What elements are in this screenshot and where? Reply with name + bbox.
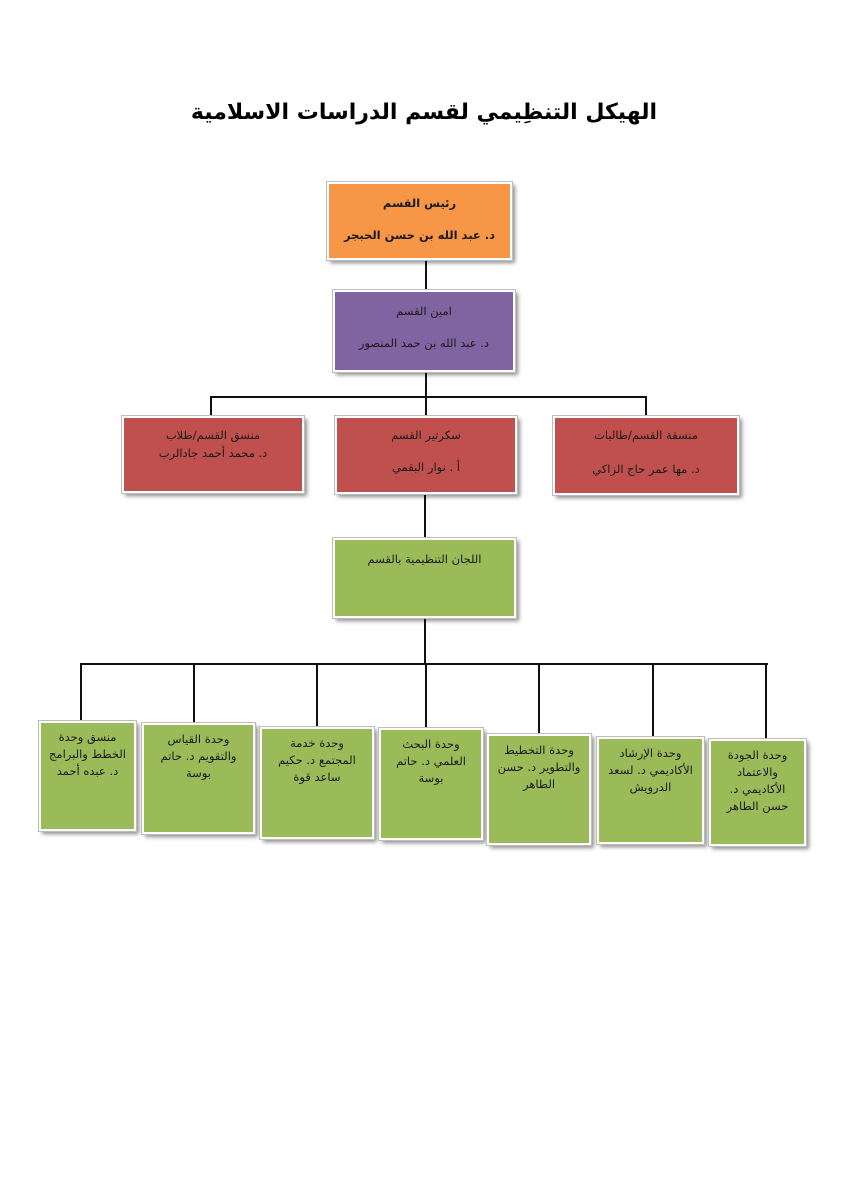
connector-secretary-committees: [424, 494, 426, 538]
unit-community-service: وحدة خدمة المجتمع د. حكيم ساعد قوة: [260, 727, 374, 839]
secretary-role: سكرتير القسم: [391, 428, 461, 442]
page-title: الهيكل التنظِيمي لقسم الدراسات الاسلامية: [190, 100, 658, 125]
connector-head-deputy: [425, 260, 427, 290]
student-coordinator-box: منسق القسم/طلاب د. محمد أحمد جادالرب: [122, 416, 304, 493]
connector-unit-5: [538, 663, 540, 734]
unit-measurement-evaluation: وحدة القياس والتقويم د. حاتم بوسة: [142, 723, 255, 834]
unit-planning-development: وحدة التخطيط والتطوير د. حسن الطاهر: [487, 734, 591, 845]
connector-units-bar: [80, 663, 768, 665]
connector-unit-4: [425, 663, 427, 728]
secretary-name: أ . نوار البقمي: [392, 460, 460, 474]
connector-deputy-down: [425, 372, 427, 397]
connector-unit-2: [193, 663, 195, 723]
secretary-box: سكرتير القسم أ . نوار البقمي: [335, 416, 517, 494]
deputy-role: امين القسم: [396, 304, 452, 318]
female-coordinator-role: منسقة القسم/طالبات: [594, 428, 698, 442]
committees-label: اللجان التنظيمية بالقسم: [367, 552, 482, 566]
student-coordinator-role: منسق القسم/طلاب: [165, 428, 261, 442]
connector-level3-bar: [210, 396, 646, 398]
deputy-box: امين القسم د. عبد الله بن حمد المنصور: [333, 290, 515, 372]
female-coordinator-box: منسقة القسم/طالبات د. مها عمر حاج الزاكي: [553, 416, 739, 495]
connector-level3-center: [425, 396, 427, 416]
connector-unit-6: [652, 663, 654, 737]
connector-committees-down: [424, 618, 426, 664]
committees-box: اللجان التنظيمية بالقسم: [333, 538, 516, 618]
head-name: د. عبد الله بن حسن الحبجر: [343, 228, 496, 242]
female-coordinator-name: د. مها عمر حاج الزاكي: [592, 462, 700, 476]
connector-unit-7: [765, 663, 767, 739]
student-coordinator-name: د. محمد أحمد جادالرب: [158, 446, 268, 460]
connector-level3-right: [645, 396, 647, 416]
deputy-name: د. عبد الله بن حمد المنصور: [358, 336, 490, 350]
unit-plans-programs: منسق وحدة الخطط والبرامج د. عبده أحمد: [39, 721, 136, 831]
unit-academic-advising: وحدة الإرشاد الأكاديمي د. لسعد الدرويش: [597, 737, 704, 844]
head-box: رئيس القسم د. عبد الله بن حسن الحبجر: [327, 182, 512, 260]
head-role: رئيس القسم: [382, 196, 457, 210]
connector-unit-1: [80, 663, 82, 721]
connector-level3-left: [210, 396, 212, 416]
unit-scientific-research: وحدة البحث العلمي د. حاتم بوسة: [379, 728, 483, 840]
connector-unit-3: [316, 663, 318, 727]
unit-quality-accreditation: وحدة الجودة والاعتماد الأكاديمي د. حسن ا…: [709, 739, 806, 846]
